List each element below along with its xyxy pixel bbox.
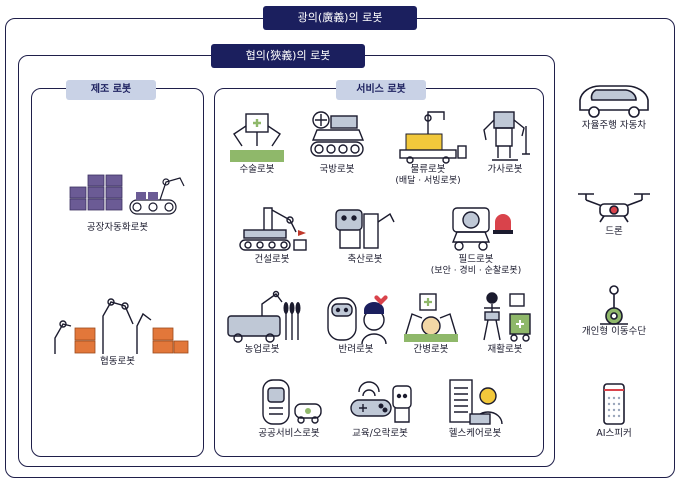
- field-robot: 필드로봇 (보안 · 경비 · 순찰로봇): [412, 200, 540, 277]
- agricultural-robot-icon: [227, 290, 301, 343]
- companion-robot-label: 반려로봇: [338, 344, 374, 355]
- personal-mobility-icon: [600, 285, 628, 325]
- logistics-robot-label: 물류로봇: [410, 164, 446, 175]
- drone-label: 드론: [605, 226, 623, 237]
- collaborative-robot-icon: [54, 298, 189, 354]
- surgical-robot-icon: [230, 113, 284, 162]
- field-robot-label: 필드로봇: [458, 254, 494, 265]
- field-robot-sublabel: (보안 · 경비 · 순찰로봇): [430, 266, 522, 276]
- companion-robot: 반려로봇: [316, 290, 396, 356]
- service-robot-title: 서비스 로봇: [336, 80, 426, 100]
- nursing-robot-label: 간병로봇: [413, 344, 449, 355]
- collaborative-robot: 협동로봇: [40, 296, 195, 368]
- defense-robot: 국방로봇: [302, 106, 372, 176]
- livestock-robot: 축산로봇: [330, 200, 400, 266]
- healthcare-robot-icon: [449, 379, 503, 425]
- public-service-robot-label: 공공서비스로봇: [258, 428, 320, 439]
- rehabilitation-robot-label: 재활로봇: [487, 344, 523, 355]
- factory-automation-robot-icon: [69, 174, 185, 215]
- agricultural-robot: 농업로봇: [222, 290, 302, 356]
- drone: 드론: [562, 186, 666, 238]
- factory-automation-robot-label: 공장자동화로봇: [86, 222, 149, 233]
- education-entertainment-robot-label: 교육/오락로봇: [352, 428, 408, 439]
- public-service-robot: 공공서비스로봇: [246, 374, 332, 440]
- agricultural-robot-label: 농업로봇: [244, 344, 280, 355]
- autonomous-car-icon: [579, 85, 649, 118]
- nursing-robot: 간병로봇: [396, 290, 466, 356]
- surgical-robot-label: 수술로봇: [239, 164, 275, 175]
- education-entertainment-robot: 교육/오락로봇: [340, 374, 420, 440]
- education-entertainment-robot-icon: [350, 381, 412, 423]
- autonomous-car-label: 자율주행 자동차: [581, 120, 647, 131]
- ai-speaker-icon: [603, 383, 625, 425]
- nursing-robot-icon: [404, 293, 458, 342]
- personal-mobility-label: 개인형 이동수단: [581, 326, 647, 337]
- field-robot-icon: [451, 207, 513, 251]
- defense-robot-label: 국방로봇: [319, 164, 355, 175]
- personal-mobility: 개인형 이동수단: [562, 282, 666, 338]
- livestock-robot-icon: [335, 209, 395, 249]
- healthcare-robot-label: 헬스케어로봇: [448, 428, 502, 439]
- housekeeping-robot-label: 가사로봇: [487, 164, 523, 175]
- manufacturing-robot-title: 제조 로봇: [66, 80, 156, 100]
- companion-robot-icon: [327, 295, 388, 344]
- healthcare-robot: 헬스케어로봇: [430, 374, 520, 440]
- construction-robot-label: 건설로봇: [254, 254, 290, 265]
- surgical-robot: 수술로봇: [222, 106, 292, 176]
- construction-robot: 건설로봇: [232, 200, 312, 266]
- livestock-robot-label: 축산로봇: [347, 254, 383, 265]
- broad-robot-title: 광의(廣義)의 로봇: [263, 6, 417, 30]
- logistics-robot-icon: [399, 111, 467, 164]
- rehabilitation-robot: 재활로봇: [470, 290, 540, 356]
- manufacturing-robot-box: [31, 88, 204, 457]
- ai-speaker-label: AI스피커: [596, 428, 632, 439]
- collaborative-robot-label: 협동로봇: [100, 356, 135, 367]
- housekeeping-robot-icon: [483, 111, 530, 161]
- narrow-robot-title: 협의(狹義)의 로봇: [211, 44, 365, 68]
- logistics-robot-sublabel: (배달 · 서빙로봇): [395, 176, 461, 186]
- defense-robot-icon: [310, 111, 365, 157]
- housekeeping-robot: 가사로봇: [470, 106, 540, 176]
- drone-icon: [578, 193, 650, 223]
- autonomous-car: 자율주행 자동차: [562, 80, 666, 132]
- construction-robot-icon: [239, 207, 307, 251]
- rehabilitation-robot-icon: [483, 292, 531, 342]
- public-service-robot-icon: [262, 379, 322, 425]
- logistics-robot: 물류로봇 (배달 · 서빙로봇): [378, 106, 478, 187]
- factory-automation-robot: 공장자동화로봇: [40, 170, 195, 234]
- ai-speaker: AI스피커: [562, 380, 666, 440]
